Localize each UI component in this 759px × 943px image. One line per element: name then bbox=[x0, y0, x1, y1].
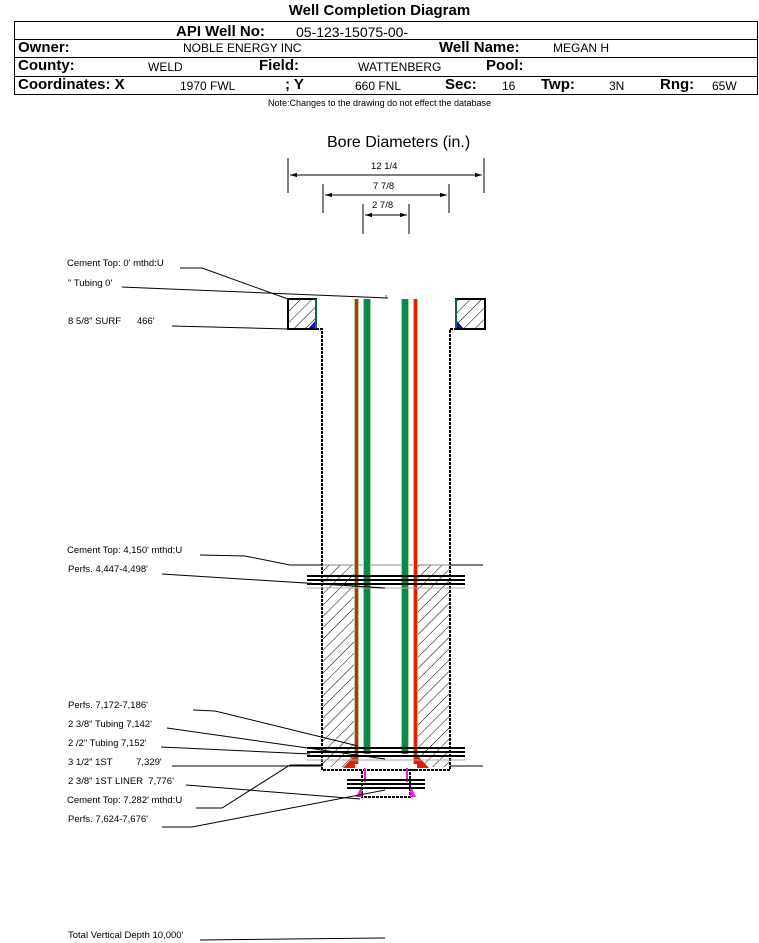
well-name-value: MEGAN H bbox=[553, 41, 610, 55]
surface-shoe-right bbox=[456, 320, 464, 329]
county-value: WELD bbox=[148, 60, 183, 74]
tubing-green-left bbox=[364, 299, 370, 754]
leader-lines bbox=[121, 267, 483, 941]
sec-label: Sec: bbox=[445, 76, 477, 93]
leader-tvd bbox=[199, 937, 386, 941]
label-cement-top-4150: Cement Top: 4,150' mthd:U bbox=[67, 545, 183, 556]
surface-cement-left bbox=[287, 298, 317, 330]
header-row-owner bbox=[15, 39, 757, 40]
rng-label: Rng: bbox=[660, 76, 695, 93]
cement-annulus-right bbox=[418, 565, 449, 767]
liner-shoe-right bbox=[410, 785, 416, 797]
database-note: Note:Changes to the drawing do not effec… bbox=[268, 98, 491, 108]
bore-diameter-2: 7 7/8 bbox=[373, 181, 395, 192]
perforations bbox=[307, 575, 465, 789]
rng-value: 65W bbox=[712, 79, 737, 93]
label-tubing-7142: 2 3/8" Tubing 7,142' bbox=[68, 719, 152, 730]
county-label: County: bbox=[18, 57, 75, 74]
label-total-depth: Total Vertical Depth 10,000' bbox=[68, 930, 184, 941]
twp-label: Twp: bbox=[541, 76, 575, 93]
leader-liner-1st bbox=[185, 784, 361, 800]
coord-y-label: ; Y bbox=[285, 76, 304, 93]
owner-label: Owner: bbox=[18, 39, 70, 56]
cement-annulus-left bbox=[323, 565, 355, 767]
twp-value: 3N bbox=[609, 79, 625, 93]
surface-cement-right bbox=[455, 298, 486, 330]
leader-tubing-0 bbox=[121, 286, 389, 299]
label-surf-casing: 8 5/8" SURF 466' bbox=[68, 316, 155, 327]
diagram-title: Well Completion Diagram bbox=[288, 2, 471, 19]
label-tubing-7152: 2 /2" Tubing 7,152' bbox=[68, 738, 147, 749]
leader-surf bbox=[171, 325, 289, 330]
label-perfs-7172: Perfs. 7,172-7,186' bbox=[68, 700, 148, 711]
field-label: Field: bbox=[259, 57, 299, 74]
leader-perfs-4447 bbox=[161, 573, 386, 589]
bore-dimension-lines bbox=[287, 158, 485, 234]
bore-diameter-1: 12 1/4 bbox=[371, 161, 398, 172]
field-value: WATTENBERG bbox=[358, 60, 442, 74]
coord-x-label: Coordinates: X bbox=[18, 76, 125, 93]
production-casing bbox=[288, 328, 485, 771]
pool-label: Pool: bbox=[486, 57, 524, 74]
leader-perfs-7172 bbox=[192, 709, 359, 747]
coord-y-value: 660 FNL bbox=[355, 79, 402, 93]
surface-shoe-left bbox=[308, 320, 316, 329]
owner-value: NOBLE ENERGY INC bbox=[183, 41, 302, 55]
header-row-coordinates bbox=[15, 76, 757, 77]
tubing-green-right bbox=[402, 299, 408, 754]
label-cement-top-0: Cement Top: 0' mthd:U bbox=[67, 258, 164, 269]
casing-shoe-left bbox=[343, 755, 355, 768]
label-perfs-4447: Perfs. 4,447-4,498' bbox=[68, 564, 148, 575]
header-row-county bbox=[15, 57, 757, 58]
leader-tubing-7142 bbox=[166, 727, 386, 760]
leader-cement-top-4150 bbox=[199, 554, 322, 566]
liner-1st bbox=[355, 769, 417, 798]
label-perfs-7624: Perfs. 7,624-7,676' bbox=[68, 814, 148, 825]
api-value: 05-123-15075-00- bbox=[296, 24, 409, 40]
leader-cement-top-7282 bbox=[196, 764, 322, 809]
leader-perfs-7624 bbox=[162, 789, 386, 828]
tubing-red-left bbox=[355, 299, 358, 764]
liner-magenta-left bbox=[364, 768, 366, 782]
tubing-strings bbox=[354, 299, 418, 764]
label-liner-1st: 2 3/8" 1ST LINER 7,776' bbox=[68, 776, 174, 787]
liner-magenta-right bbox=[406, 768, 408, 782]
bore-diameter-3: 2 7/8 bbox=[372, 200, 394, 211]
sec-value: 16 bbox=[502, 79, 516, 93]
leader-cement-top-0 bbox=[180, 267, 289, 300]
well-header-table: API Well No: 05-123-15075-00- Owner: NOB… bbox=[14, 21, 758, 95]
label-cement-top-7282: Cement Top: 7,282' mthd:U bbox=[67, 795, 183, 806]
label-tubing-0: " Tubing 0' bbox=[68, 278, 113, 289]
api-label: API Well No: bbox=[176, 23, 265, 40]
leader-tubing-7152 bbox=[160, 746, 311, 755]
tubing-red-right bbox=[414, 299, 417, 764]
coord-x-value: 1970 FWL bbox=[180, 79, 236, 93]
bore-diameters-title: Bore Diameters (in.) bbox=[327, 134, 471, 151]
well-name-label: Well Name: bbox=[439, 39, 520, 56]
label-casing-1st: 3 1/2" 1ST 7,329' bbox=[68, 757, 162, 768]
casing-shoe-right bbox=[417, 755, 429, 768]
